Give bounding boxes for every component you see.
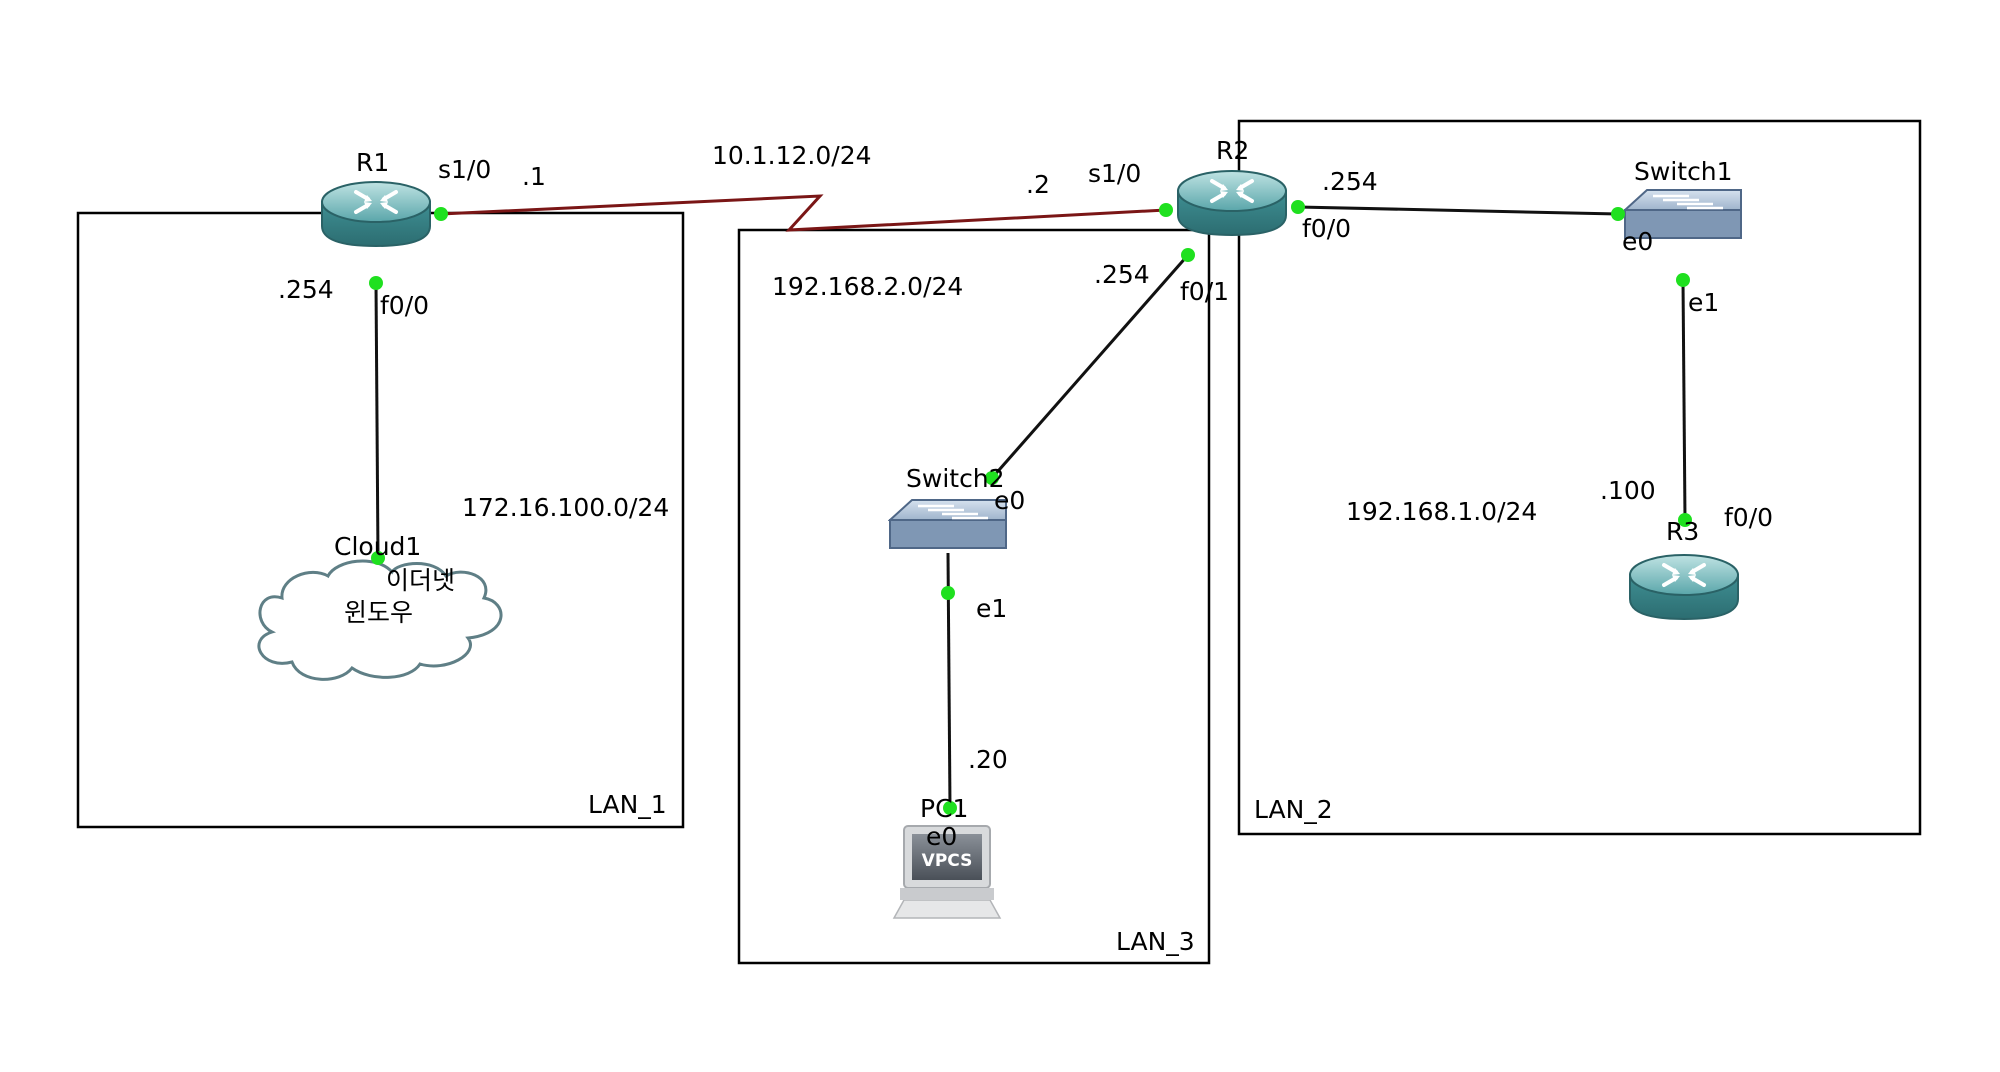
port-dot-cloud1[interactable] (371, 551, 385, 565)
port-dot-switch2-e1[interactable] (941, 586, 955, 600)
port-dot-pc1-e0[interactable] (943, 801, 957, 815)
r1-s1-0-label: s1/0 (438, 155, 491, 184)
port-dot-r1-f0-0[interactable] (369, 276, 383, 290)
port-dot-switch2-e0[interactable] (985, 471, 999, 485)
r3-label: R3 (1666, 517, 1699, 546)
port-dot-r2-f0-0[interactable] (1291, 200, 1305, 214)
r2-router-icon[interactable] (1176, 169, 1288, 237)
r3-f0-0-label: f0/0 (1724, 503, 1773, 532)
pc1-label: PC1 (920, 794, 968, 823)
r2-f0-0-ip: .254 (1322, 167, 1378, 196)
switch2-label: Switch2 (906, 464, 1005, 493)
r2-s1-0-ip: .2 (1026, 170, 1050, 199)
port-dot-switch1-e1[interactable] (1676, 273, 1690, 287)
r2-f0-1-ip: .254 (1094, 260, 1150, 289)
pc1-computer-icon[interactable]: VPCS (892, 825, 1002, 919)
switch2-icon[interactable] (888, 498, 1008, 550)
pc1-e0-label: e0 (926, 822, 957, 851)
lan3-network-label: 192.168.2.0/24 (772, 272, 963, 301)
switch1-e0-label: e0 (1622, 227, 1653, 256)
lan2-area-label: LAN_2 (1254, 795, 1333, 824)
r1-router-icon[interactable] (320, 180, 432, 248)
port-dot-r3-f0-0[interactable] (1678, 513, 1692, 527)
serial-network-label: 10.1.12.0/24 (712, 141, 872, 170)
lan2-network-label: 192.168.1.0/24 (1346, 497, 1537, 526)
lan3-area (737, 228, 1211, 965)
lan1-area-label: LAN_1 (588, 790, 667, 819)
vpcs-label: VPCS (922, 851, 973, 871)
r1-f0-0-label: f0/0 (380, 291, 429, 320)
link-r2-switch2 (990, 254, 1190, 479)
switch2-e0-label: e0 (994, 486, 1025, 515)
lan1-network-label: 172.16.100.0/24 (462, 493, 669, 522)
cloud1-note-line1: 이더넷 (386, 566, 455, 595)
link-r2-switch1 (1297, 205, 1619, 216)
r1-f0-0-ip: .254 (278, 275, 334, 304)
port-dot-r2-s1-0[interactable] (1159, 203, 1173, 217)
cloud1-note-line2: 윈도우 (344, 598, 413, 627)
r3-router-icon[interactable] (1628, 553, 1740, 621)
r2-f0-1-label: f0/1 (1180, 277, 1229, 306)
pc1-e0-ip: .20 (968, 745, 1008, 774)
r3-f0-0-ip: .100 (1600, 476, 1656, 505)
port-dot-r1-s1-0[interactable] (434, 207, 448, 221)
cloud1-label: Cloud1 (334, 532, 421, 561)
link-switch1-r3 (1681, 279, 1687, 521)
lan2-area (1237, 119, 1922, 836)
switch1-e1-label: e1 (1688, 288, 1719, 317)
port-dot-r2-f0-1[interactable] (1181, 248, 1195, 262)
switch2-e1-label: e1 (976, 594, 1007, 623)
switch1-label: Switch1 (1634, 157, 1733, 186)
r1-s1-0-ip: .1 (522, 162, 546, 191)
r2-s1-0-label: s1/0 (1088, 159, 1141, 188)
lan3-area-label: LAN_3 (1116, 927, 1195, 956)
port-dots (369, 200, 1692, 815)
port-dot-switch1-e0[interactable] (1611, 207, 1625, 221)
r2-f0-0-label: f0/0 (1302, 214, 1351, 243)
r1-label: R1 (356, 148, 389, 177)
r2-label: R2 (1216, 136, 1249, 165)
serial-link-r1-r2 (440, 194, 1167, 232)
link-r1-cloud1 (374, 282, 380, 559)
